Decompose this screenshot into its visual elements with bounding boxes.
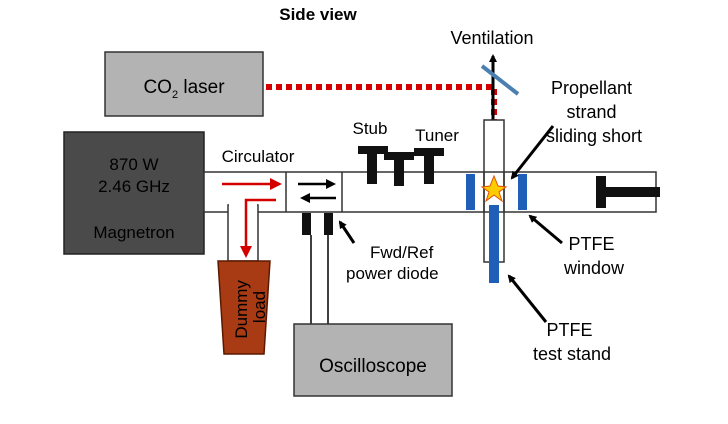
- sliding-short: [596, 176, 660, 208]
- title: Side view: [279, 5, 357, 24]
- stub-tuner: [358, 146, 444, 186]
- ptfe-test-stand: [489, 205, 499, 283]
- circulator-arm: [227, 204, 259, 262]
- circulator-symbol: [298, 179, 336, 203]
- oscilloscope: Oscilloscope: [293, 323, 453, 397]
- stub-label: Stub: [353, 119, 388, 138]
- ptfe-stand-pointer: [507, 274, 548, 323]
- ptfe-window-right: [518, 174, 527, 210]
- co2-laser-label: CO2 laser: [143, 77, 225, 101]
- ptfe-window-left: [466, 174, 475, 210]
- microwave-flow-arrows: [222, 178, 282, 258]
- power-diodes: [302, 213, 333, 324]
- co2-laser: CO2 laser: [104, 51, 264, 117]
- fwd-ref-pointer: [338, 220, 356, 244]
- co2-laser-box: [104, 51, 264, 117]
- magnetron: 870 W 2.46 GHz Magnetron: [63, 131, 205, 255]
- ptfe-window-label: PTFE window: [563, 234, 625, 278]
- magnetron-power: 870 W: [109, 155, 158, 174]
- magnetron-box: [63, 131, 205, 255]
- propellant-label: Propellant strand sliding short: [546, 78, 642, 146]
- ventilation-label: Ventilation: [450, 28, 533, 48]
- magnetron-label: Magnetron: [93, 223, 174, 242]
- circulator-label: Circulator: [222, 147, 295, 166]
- mirror: [480, 64, 520, 96]
- ptfe-window-pointer: [528, 214, 563, 245]
- ptfe-parts: [466, 174, 527, 283]
- fwd-ref-label: Fwd/Ref power diode: [346, 243, 439, 283]
- dummy-load-label: Dummy load: [232, 275, 269, 338]
- tuner-label: Tuner: [415, 126, 459, 145]
- ptfe-stand-label: PTFE test stand: [533, 320, 611, 364]
- propellant-strand-spark: [480, 174, 508, 203]
- oscilloscope-label: Oscilloscope: [319, 356, 427, 377]
- propellant-pointer: [510, 125, 555, 180]
- magnetron-frequency: 2.46 GHz: [98, 177, 170, 196]
- dummy-load: Dummy load: [217, 260, 271, 355]
- oscilloscope-box: [293, 323, 453, 397]
